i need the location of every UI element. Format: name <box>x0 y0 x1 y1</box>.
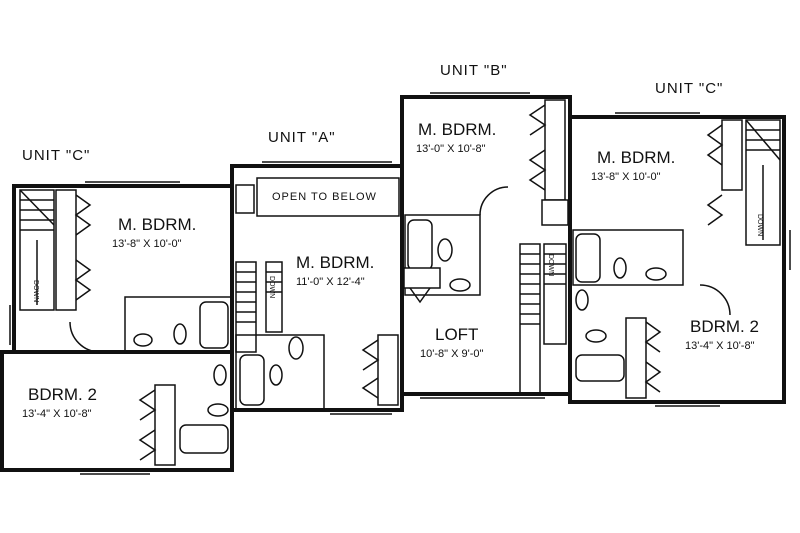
closet-door <box>138 389 157 421</box>
room-name: M. BDRM. <box>118 215 196 234</box>
room-name: LOFT <box>435 325 478 344</box>
room-dimensions: 10'-8" X 9'-0" <box>420 348 483 360</box>
sink <box>449 278 471 292</box>
stair-down-label: DOWN <box>547 254 554 276</box>
bathtub <box>575 233 601 283</box>
room-name: M. BDRM. <box>597 148 675 167</box>
closet <box>544 99 566 201</box>
sink <box>585 329 607 343</box>
closet-door <box>528 104 547 136</box>
closet-door <box>74 194 92 236</box>
toilet <box>437 238 453 262</box>
closet <box>625 317 647 399</box>
bathtub <box>239 354 265 406</box>
unit-c-right-wall <box>568 115 786 404</box>
closet <box>541 199 569 226</box>
stair-down-label: DOWN <box>268 276 275 298</box>
stair-down-label: DOWN <box>32 280 39 302</box>
room-dimensions: 13'-0" X 10'-8" <box>416 143 486 155</box>
closet <box>377 334 399 406</box>
closet <box>154 384 176 466</box>
door-swing <box>699 284 731 316</box>
toilet <box>613 257 627 279</box>
bathroom <box>235 334 325 411</box>
closet-door <box>644 361 662 393</box>
closet-door <box>528 149 547 191</box>
unit-b: DOWN UNIT "B" M. BDRM. 13'-0" X 10'-8" L… <box>400 62 572 399</box>
bathtub <box>199 301 229 349</box>
sink <box>269 364 283 386</box>
closet-door <box>361 377 379 399</box>
bathroom <box>179 364 229 454</box>
sink <box>207 403 229 417</box>
closet <box>721 119 743 191</box>
closet-door <box>74 259 92 301</box>
stair <box>235 261 283 353</box>
room-name: M. BDRM. <box>296 253 374 272</box>
closet-door <box>409 287 431 304</box>
closet-door <box>644 321 662 353</box>
toilet <box>213 364 227 386</box>
bathroom <box>124 296 233 353</box>
column <box>235 184 255 214</box>
toilet <box>575 289 589 311</box>
closet-door <box>361 339 380 371</box>
stair <box>519 243 567 395</box>
sink <box>645 267 667 281</box>
unit-a: OPEN TO BELOW DOWN UNIT "A" M. B <box>230 129 404 415</box>
room-dimensions: 13'-4" X 10'-8" <box>685 340 755 352</box>
bathtub <box>179 424 229 454</box>
room-name: M. BDRM. <box>418 120 496 139</box>
door-swing <box>479 186 509 216</box>
closet-door <box>706 124 724 166</box>
unit-label: UNIT "C" <box>22 147 90 164</box>
closet <box>55 189 77 311</box>
unit-label: UNIT "A" <box>268 129 336 146</box>
room-dimensions: 13'-8" X 10'-0" <box>112 238 182 250</box>
bathroom <box>572 229 684 286</box>
open-to-below-label: OPEN TO BELOW <box>272 191 377 203</box>
door-swing <box>69 321 101 353</box>
room-dimensions: 11'-0" X 12'-4" <box>296 276 365 288</box>
room-name: BDRM. 2 <box>690 317 759 336</box>
toilet <box>288 336 304 360</box>
closet <box>403 267 441 289</box>
bathroom <box>404 214 481 296</box>
sink <box>133 333 153 347</box>
stair <box>745 119 781 246</box>
unit-label: UNIT "B" <box>440 62 508 79</box>
closet-door <box>706 194 724 226</box>
unit-label: UNIT "C" <box>655 80 723 97</box>
room-name: BDRM. 2 <box>28 385 97 404</box>
open-to-below-area <box>256 177 400 217</box>
bathtub <box>407 219 433 271</box>
closet-door <box>138 429 157 461</box>
bathtub <box>575 354 625 382</box>
toilet <box>173 323 187 345</box>
stair-down-label: DOWN <box>756 214 763 236</box>
room-dimensions: 13'-4" X 10'-8" <box>22 408 92 420</box>
room-dimensions: 13'-8" X 10'-0" <box>591 171 661 183</box>
bathroom <box>575 289 625 382</box>
stair <box>19 189 55 311</box>
unit-c-left: DOWN UNIT "C" M. BDRM. 13'-8" X 10'-0" B… <box>0 147 234 475</box>
unit-c-right: DOWN UNIT "C" M. BDRM. 13'-8" X 10'-0" B… <box>568 80 791 407</box>
